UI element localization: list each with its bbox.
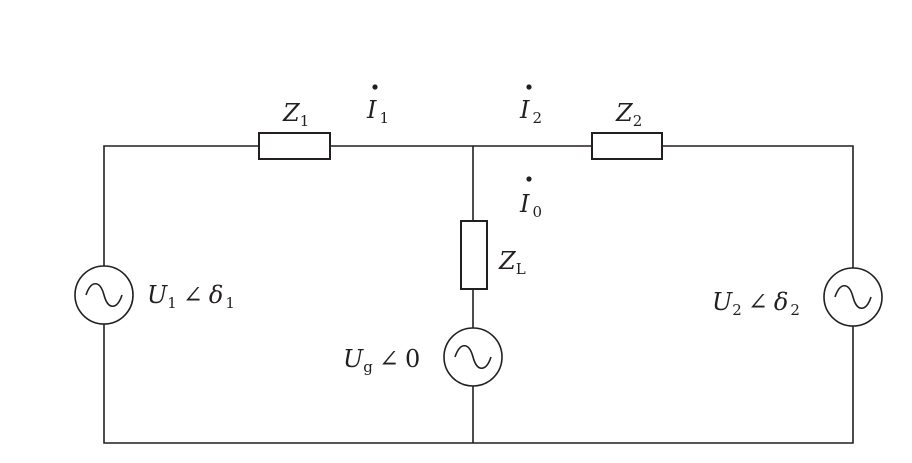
label-ug: Ug∠0: [343, 345, 420, 376]
ac-source-left-icon: [74, 265, 134, 325]
ac-source-right-icon: [823, 267, 883, 327]
impedance-zl: [460, 220, 488, 290]
label-z1: Z1: [282, 99, 309, 130]
left-bottom-wire: [103, 322, 854, 444]
right-branch-wire: [662, 145, 854, 270]
wires: [103, 145, 854, 444]
phasor-dot-i1: [372, 84, 378, 90]
phasor-dot-i0: [526, 176, 532, 182]
label-z2: Z2: [615, 99, 642, 130]
phasor-dot-i2: [526, 84, 532, 90]
ac-source-middle-icon: [443, 327, 503, 387]
impedance-z1: [258, 132, 331, 160]
left-branch-wire: [103, 145, 259, 268]
impedance-z2: [591, 132, 663, 160]
label-zl: ZL: [498, 247, 526, 278]
